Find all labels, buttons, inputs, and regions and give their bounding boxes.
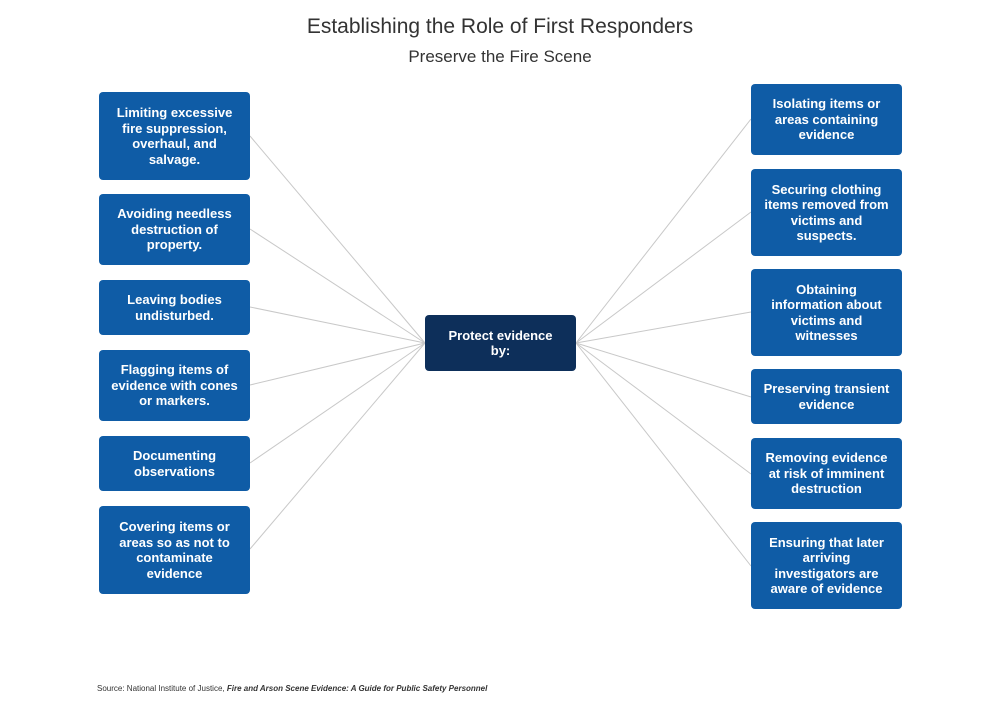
left-node-label: Flagging items of evidence with cones or… bbox=[111, 362, 238, 409]
connector-left-5 bbox=[249, 342, 426, 464]
left-node-covering-items: Covering items or areas so as not to con… bbox=[99, 506, 250, 594]
connector-left-6 bbox=[249, 342, 426, 550]
left-node-leaving-bodies: Leaving bodies undisturbed. bbox=[99, 280, 250, 335]
right-node-removing-evidence: Removing evidence at risk of imminent de… bbox=[751, 438, 902, 509]
connector-right-3 bbox=[575, 311, 752, 344]
left-node-label: Limiting excessive fire suppression, ove… bbox=[116, 105, 233, 167]
diagram-title: Establishing the Role of First Responder… bbox=[306, 15, 694, 38]
right-node-label: Ensuring that later arriving investigato… bbox=[769, 534, 884, 597]
left-node-label: Documenting observations bbox=[132, 448, 217, 479]
left-node-limiting-suppression: Limiting excessive fire suppression, ove… bbox=[99, 92, 250, 180]
source-prefix: Source: National Institute of Justice, bbox=[97, 684, 227, 693]
connector-left-3 bbox=[249, 306, 426, 344]
right-node-label: Securing clothing items removed from vic… bbox=[764, 181, 889, 244]
left-node-avoiding-destruction: Avoiding needless destruction of propert… bbox=[99, 194, 250, 265]
source-publication: Fire and Arson Scene Evidence: A Guide f… bbox=[226, 684, 488, 693]
left-node-label: Leaving bodies undisturbed. bbox=[127, 292, 222, 323]
connector-right-1 bbox=[575, 118, 752, 344]
right-node-preserving-transient: Preserving transient evidence bbox=[751, 369, 902, 424]
right-node-label: Preserving transient evidence bbox=[763, 381, 890, 412]
connector-right-6 bbox=[575, 342, 752, 567]
left-node-label: Covering items or areas so as not to con… bbox=[119, 519, 230, 581]
connector-right-4 bbox=[575, 342, 752, 398]
center-node: Protect evidence by: bbox=[425, 315, 576, 371]
connector-left-1 bbox=[249, 135, 426, 344]
diagram-subtitle: Preserve the Fire Scene bbox=[408, 47, 592, 66]
right-node-label: Removing evidence at risk of imminent de… bbox=[765, 450, 888, 497]
center-node-label: Protect evidence by: bbox=[448, 327, 553, 359]
connector-left-4 bbox=[249, 342, 426, 386]
right-node-isolating-items: Isolating items or areas containing evid… bbox=[751, 84, 902, 155]
connector-right-2 bbox=[575, 211, 752, 344]
right-node-label: Obtaining information about victims and … bbox=[771, 281, 882, 344]
right-node-ensuring-investigators: Ensuring that later arriving investigato… bbox=[751, 522, 902, 609]
right-node-label: Isolating items or areas containing evid… bbox=[772, 96, 881, 143]
right-node-securing-clothing: Securing clothing items removed from vic… bbox=[751, 169, 902, 256]
connector-right-5 bbox=[575, 342, 752, 475]
source-citation: Source: National Institute of Justice, F… bbox=[97, 684, 487, 693]
connector-left-2 bbox=[249, 228, 426, 344]
left-node-flagging-items: Flagging items of evidence with cones or… bbox=[99, 350, 250, 421]
left-node-label: Avoiding needless destruction of propert… bbox=[117, 206, 232, 253]
right-node-obtaining-information: Obtaining information about victims and … bbox=[751, 269, 902, 356]
left-node-documenting: Documenting observations bbox=[99, 436, 250, 491]
